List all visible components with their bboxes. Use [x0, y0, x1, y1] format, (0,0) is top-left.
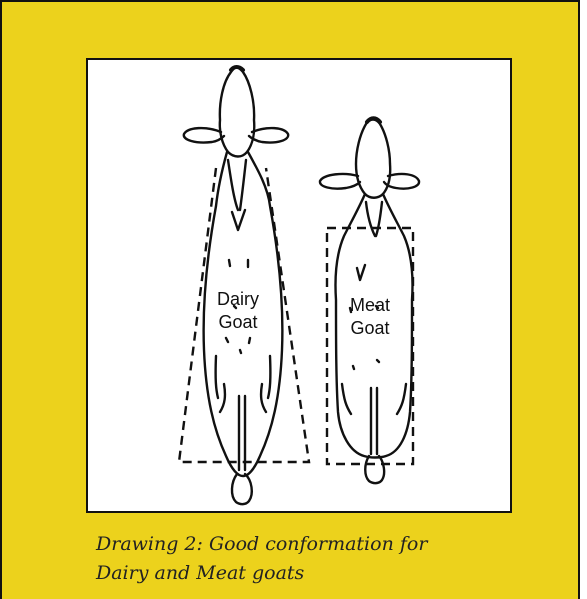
caption-line1: Drawing 2: Good conformation for — [96, 530, 536, 559]
meat-goat-label: Meat Goat — [344, 294, 396, 340]
dairy-goat-drawing — [184, 67, 288, 504]
meat-label-line1: Meat — [344, 294, 396, 317]
dairy-label-line2: Goat — [212, 311, 264, 334]
meat-label-line2: Goat — [344, 317, 396, 340]
figure-caption: Drawing 2: Good conformation for Dairy a… — [96, 530, 536, 588]
dairy-goat-label: Dairy Goat — [212, 288, 264, 334]
drawing-frame: Dairy Goat Meat Goat — [86, 58, 512, 513]
goat-drawings — [88, 60, 510, 511]
dairy-label-line1: Dairy — [212, 288, 264, 311]
caption-line2: Dairy and Meat goats — [96, 559, 536, 588]
